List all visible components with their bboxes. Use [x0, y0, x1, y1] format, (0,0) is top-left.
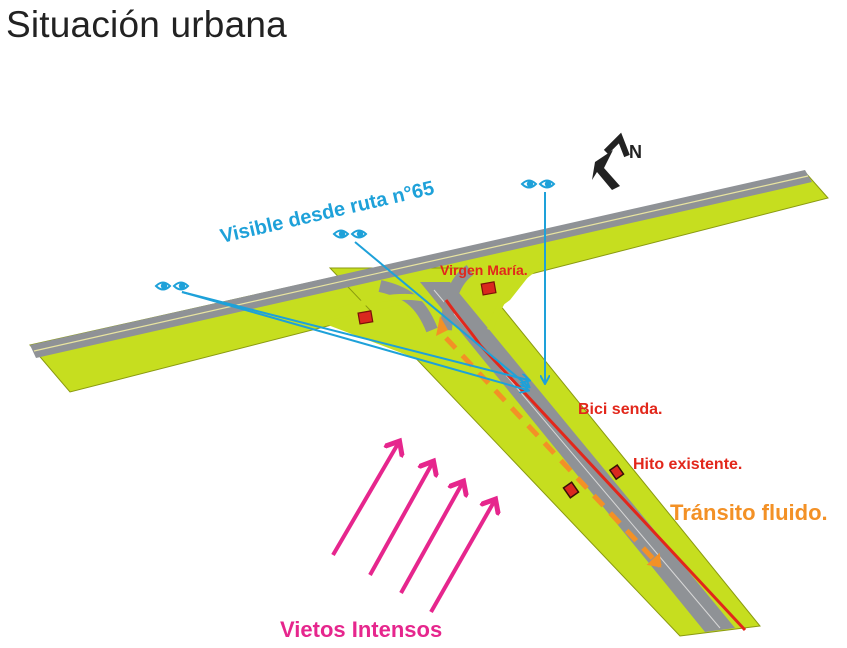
roads — [30, 170, 812, 632]
wind-arrows — [331, 442, 495, 613]
bici-label: Bici senda. — [578, 401, 662, 418]
hito-label: Hito existente. — [633, 456, 742, 473]
north-arrow-icon: N — [592, 132, 642, 190]
vientos-label: Vietos Intensos — [280, 617, 442, 642]
transito-label: Tránsito fluido. — [670, 500, 828, 525]
building-icon — [357, 281, 625, 499]
traffic-flow — [436, 316, 662, 568]
virgen-label: Virgen María. — [440, 262, 528, 278]
eye-pair-icon — [154, 179, 556, 291]
grass-area — [29, 171, 829, 637]
visible-label: Visible desde ruta n°65 — [218, 177, 436, 248]
page-title: Situación urbana — [6, 4, 287, 45]
north-label: N — [629, 142, 642, 162]
sight-lines — [181, 192, 545, 390]
